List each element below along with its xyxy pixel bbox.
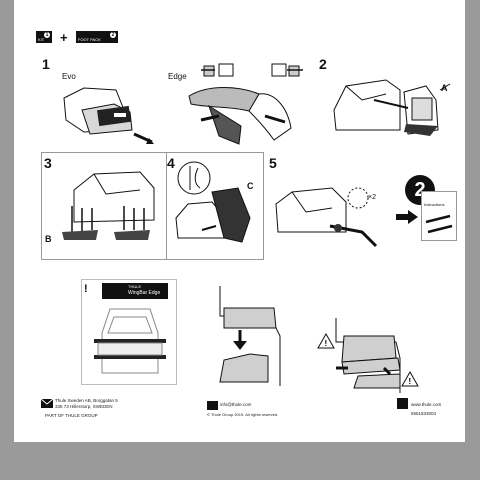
step-5-illustration [275, 187, 378, 248]
brand-label: THULE [128, 284, 142, 289]
step-1-number: 1 [42, 56, 50, 72]
instructions-card [421, 191, 457, 241]
bars-illustration [425, 214, 453, 234]
screw-count: ×2 [368, 194, 376, 201]
evo-label: Evo [62, 72, 76, 81]
step-2-number: 2 [319, 56, 327, 72]
instruction-sheet: 1 KIT + 2 FOOT PACK 1 Evo Edge 2 A [14, 0, 465, 442]
step-4-number: 4 [167, 155, 175, 171]
step-2-illustration [333, 79, 451, 136]
misfit-warning-illustration: ! ! [317, 318, 419, 393]
kit-label: KIT [38, 37, 45, 42]
step-4-illustration [175, 161, 251, 243]
exclamation-icon: ! [84, 283, 88, 295]
footpack-badge: 2 FOOT PACK [76, 31, 118, 43]
foot-fit-illustration [219, 286, 281, 386]
arrow-right-icon [396, 210, 418, 224]
svg-text:!: ! [409, 377, 412, 386]
instructions-label: Instructions [424, 202, 445, 207]
product-tag [102, 283, 168, 299]
callout-c: C [247, 181, 254, 191]
thule-group-tag: PART OF THULE GROUP [45, 413, 98, 418]
kit-badge: 1 KIT [36, 31, 52, 43]
edge-foot-illustration [188, 63, 303, 145]
product-label: WingBar Edge [128, 290, 161, 296]
website-text[interactable]: www.thule.com [411, 402, 442, 407]
edge-label: Edge [168, 72, 187, 81]
evo-foot-illustration [63, 87, 154, 144]
mail-icon [40, 398, 54, 408]
footpack-number: 2 [110, 32, 116, 38]
document-number: 5561533004 [411, 411, 437, 416]
step-3-number: 3 [44, 155, 52, 171]
website-icon [397, 398, 408, 409]
warning-triangle-icon [317, 332, 335, 349]
kit-number: 1 [44, 32, 50, 38]
company-address-1: Thule Sweden AB, Borggatan 5 [55, 398, 118, 403]
step-5-number: 5 [269, 155, 277, 171]
footpack-label: FOOT PACK [78, 37, 101, 42]
thule-logo-mark [114, 113, 126, 117]
callout-b: B [45, 234, 52, 244]
email-icon [207, 401, 218, 410]
copyright-text: © Thule Group 2019. All rights reserved. [207, 412, 279, 417]
company-address-2: 335 73 Hillerstorp, SWEDEN [55, 404, 113, 409]
step-3-illustration [62, 171, 155, 240]
car-topview-illustration [94, 308, 166, 374]
email-text[interactable]: info@thule.com [220, 402, 252, 407]
plus-sign: + [60, 30, 68, 45]
svg-text:!: ! [325, 339, 328, 348]
